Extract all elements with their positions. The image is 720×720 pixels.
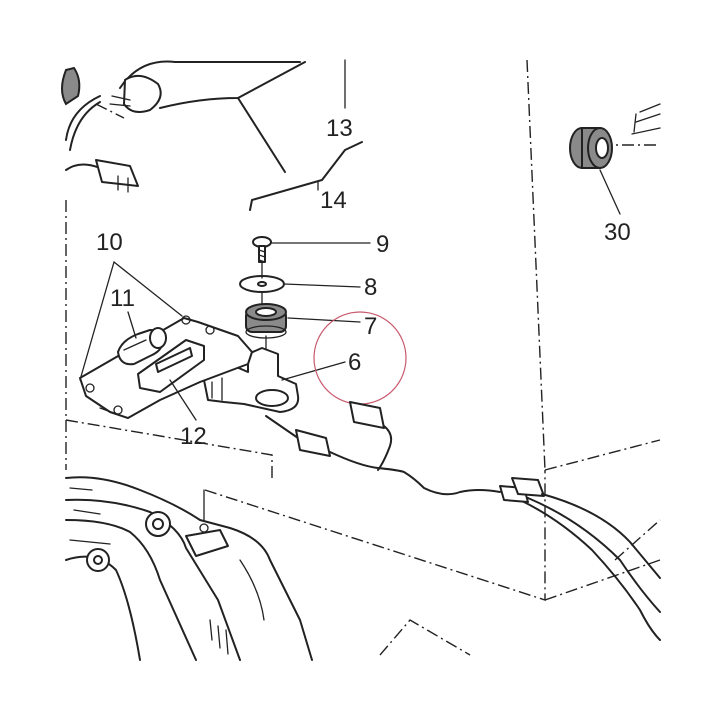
bracket-part-6: 6 (203, 335, 361, 413)
dashed-reference-lines (65, 59, 661, 656)
callout-13: 13 (326, 59, 353, 142)
top-right-fragment (631, 103, 661, 135)
callout-30-label: 30 (604, 219, 631, 246)
lower-body-panel (65, 476, 313, 661)
callout-9-label: 9 (376, 231, 389, 258)
grommet-part-30: 30 (569, 127, 631, 246)
callout-12-label: 12 (180, 423, 207, 450)
callout-6-label: 6 (348, 349, 361, 376)
callout-10: 10 (79, 229, 183, 381)
washer-part-8: 8 (239, 261, 377, 301)
grommet-part-7: 7 (245, 291, 377, 340)
callout-8-label: 8 (364, 274, 377, 301)
tail-light-housing (61, 60, 306, 193)
callout-7-label: 7 (364, 313, 377, 340)
callout-14: 14 (249, 141, 363, 214)
reflector-part-12: 12 (137, 339, 207, 450)
bulb-part-11 (117, 327, 167, 366)
screw-part-9: 9 (252, 231, 389, 263)
callout-11: 11 (110, 285, 137, 339)
callout-13-label: 13 (326, 115, 353, 142)
wiring-harness (265, 401, 661, 641)
callout-11-label: 11 (110, 285, 135, 312)
callout-14-label: 14 (320, 187, 347, 214)
callout-10-label: 10 (96, 229, 123, 256)
